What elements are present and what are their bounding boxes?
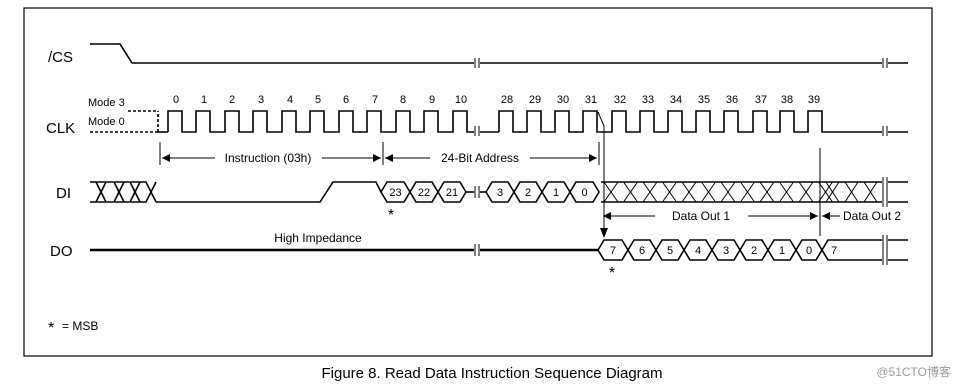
do-data-bit: 4	[683, 239, 713, 261]
do-waveform: 7 6 5 4 3 2 1 0 7 High Impedance	[90, 231, 908, 265]
msb-marker-di: *	[388, 207, 394, 224]
do-data-bit: 2	[739, 239, 769, 261]
clock-number: 3	[258, 94, 264, 106]
di-address-bit-value: 0	[581, 187, 587, 199]
clock-number: 2	[229, 94, 235, 106]
di-address-bit: 2	[513, 181, 543, 203]
do-data-bit: 1	[767, 239, 797, 261]
clock-number: 28	[501, 94, 513, 106]
data-out-1-label: Data Out 1	[672, 209, 730, 223]
do-data-bit: 7	[597, 239, 629, 261]
instruction-span: Instruction (03h)	[159, 142, 384, 165]
do-data-bit-value: 6	[639, 245, 645, 257]
clock-number: 9	[429, 94, 435, 106]
di-address-bit-value: 1	[553, 187, 559, 199]
clock-number: 35	[698, 94, 710, 106]
clock-number: 7	[372, 94, 378, 106]
clock-number: 39	[808, 94, 820, 106]
msb-legend-star: *	[48, 320, 54, 337]
cs-label: /CS	[48, 49, 73, 66]
msb-legend-text: = MSB	[62, 319, 98, 333]
clock-number: 8	[400, 94, 406, 106]
di-address-bit-value: 22	[418, 187, 430, 199]
clock-number: 33	[642, 94, 654, 106]
do-data-bit-value: 5	[667, 245, 673, 257]
data-out-1-span: Data Out 1	[603, 148, 821, 236]
cs-waveform	[90, 43, 908, 68]
clock-number: 6	[343, 94, 349, 106]
clock-number: 29	[529, 94, 541, 106]
clock-number: 36	[726, 94, 738, 106]
clk-label: CLK	[46, 120, 75, 137]
di-address-bit: 22	[409, 181, 439, 203]
mode3-label: Mode 3	[88, 97, 125, 109]
clk31-to-do-arrow	[597, 111, 608, 238]
clock-number: 0	[173, 94, 179, 106]
mode0-label: Mode 0	[88, 116, 125, 128]
clk-waveform	[90, 110, 908, 136]
clk-pulse-train	[167, 110, 474, 133]
do-data-bit-value: 3	[723, 245, 729, 257]
do-data-bit: 0	[795, 239, 823, 261]
figure-caption: Figure 8. Read Data Instruction Sequence…	[321, 365, 662, 382]
do-data-bit-value: 1	[779, 245, 785, 257]
data-out-2-label: Data Out 2	[843, 209, 901, 223]
clk-pulse-train	[498, 110, 882, 133]
clock-number: 32	[614, 94, 626, 106]
di-address-bit-value: 3	[497, 187, 503, 199]
clock-number: 4	[287, 94, 293, 106]
clock-number: 10	[455, 94, 467, 106]
di-address-bit-value: 2	[525, 187, 531, 199]
do-data-bit: 3	[711, 239, 741, 261]
clock-numbers-group-a: 0 1 2 3 4 5 6 7 8 9 10	[173, 94, 467, 106]
do-data-bit-value: 7	[610, 245, 616, 257]
msb-marker-do: *	[609, 265, 615, 282]
instruction-label: Instruction (03h)	[225, 151, 312, 165]
do-data-bit: 5	[655, 239, 685, 261]
watermark: @51CTO博客	[876, 364, 951, 379]
data-out-2-span: Data Out 2	[822, 209, 901, 223]
do-data-bit-value: 2	[751, 245, 757, 257]
diagram-frame	[23, 7, 933, 357]
clock-number: 5	[315, 94, 321, 106]
di-label: DI	[56, 185, 71, 202]
di-address-bit-value: 23	[389, 187, 401, 199]
di-address-bit: 3	[485, 181, 515, 203]
address-label: 24-Bit Address	[441, 151, 519, 165]
high-impedance-label: High Impedance	[274, 231, 362, 245]
do-label: DO	[50, 243, 73, 260]
clock-number: 30	[557, 94, 569, 106]
clock-number: 37	[755, 94, 767, 106]
do-data-bit: 6	[627, 239, 657, 261]
do-data-bit-value: 7	[831, 245, 837, 257]
do-data-bit-value: 0	[806, 245, 812, 257]
di-address-bit: 0	[569, 181, 600, 203]
clock-numbers-group-b: 28 29 30 31 32 33 34 35 36 37 38 39	[501, 94, 820, 106]
di-address-bit: 21	[437, 181, 467, 203]
clock-number: 38	[781, 94, 793, 106]
di-address-bit: 23	[380, 181, 411, 203]
do-data-bit-value: 4	[695, 245, 701, 257]
clock-number: 34	[670, 94, 682, 106]
di-address-bit-value: 21	[446, 187, 458, 199]
address-span: 24-Bit Address	[385, 142, 600, 165]
clock-number: 1	[201, 94, 207, 106]
clock-number: 31	[585, 94, 597, 106]
di-address-bit: 1	[541, 181, 571, 203]
do-data-bit: 7	[821, 239, 848, 261]
